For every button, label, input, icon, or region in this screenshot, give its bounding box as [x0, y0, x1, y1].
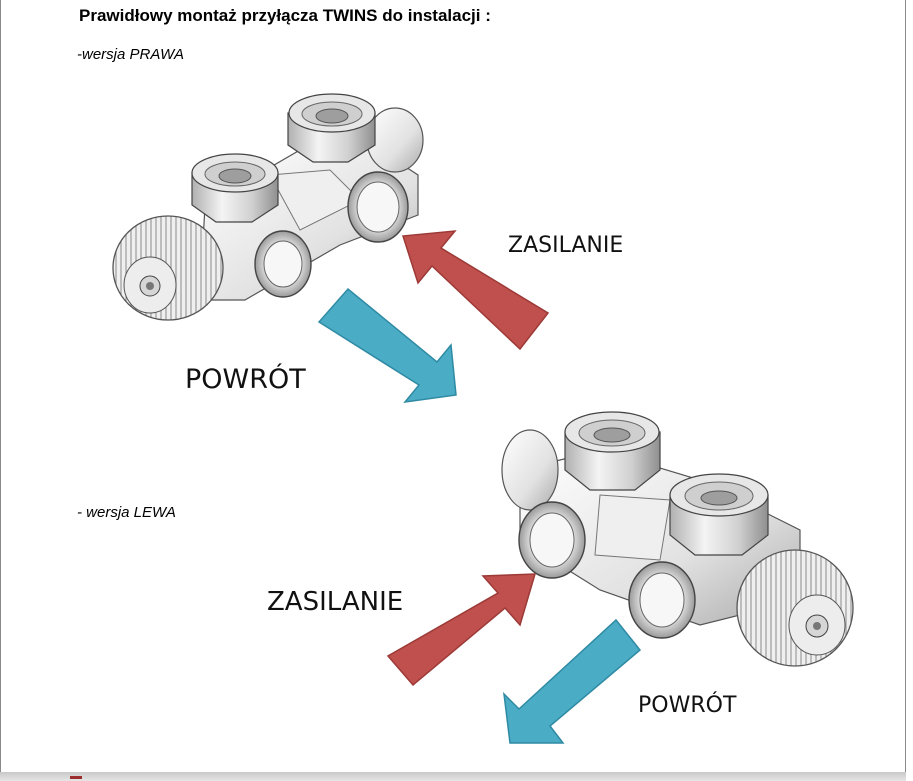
- supply-label-top: ZASILANIE: [508, 233, 624, 258]
- return-arrow-top: [317, 287, 457, 404]
- return-label-bottom: POWRÓT: [638, 693, 737, 718]
- supply-arrow-bottom: [386, 573, 537, 687]
- supply-label-bottom: ZASILANIE: [267, 587, 404, 617]
- valve-right-version-image: [112, 93, 424, 321]
- page-border-right: [905, 0, 906, 781]
- version-right-label: -wersja PRAWA: [77, 46, 184, 63]
- page-border-left: [0, 0, 1, 781]
- page-edge-mark: [70, 776, 82, 779]
- return-arrow-bottom: [502, 618, 642, 744]
- page-border-bottom: [0, 772, 906, 781]
- supply-arrow-top: [402, 230, 550, 351]
- version-left-label: - wersja LEWA: [77, 504, 176, 521]
- return-label-top: POWRÓT: [185, 364, 306, 395]
- valve-left-version-image: [501, 411, 854, 667]
- page-title: Prawidłowy montaż przyłącza TWINS do ins…: [79, 6, 491, 25]
